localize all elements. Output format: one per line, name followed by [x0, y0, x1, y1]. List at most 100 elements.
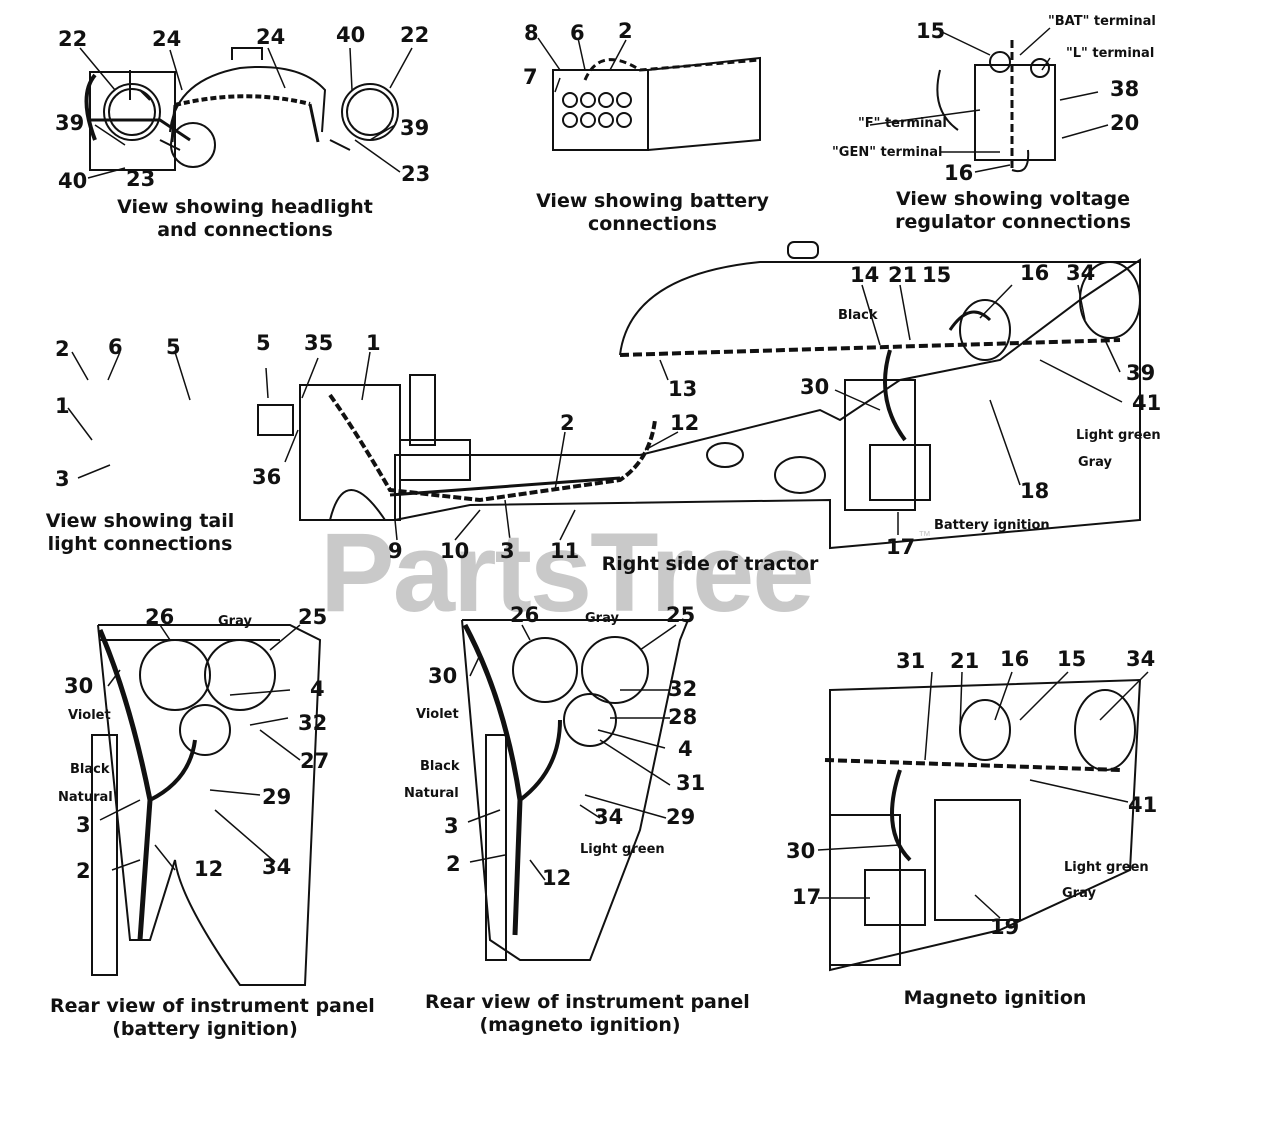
callout-number: 30: [800, 375, 830, 399]
callout-number: 3: [76, 813, 91, 837]
watermark: PartsTree: [320, 510, 815, 635]
callout-number: 12: [542, 866, 572, 890]
callout-number: 29: [666, 805, 696, 829]
label-light-green-right: Light green: [1076, 428, 1161, 443]
callout-number: 31: [896, 649, 926, 673]
callout-number: 32: [668, 677, 698, 701]
label-natural-panel-battery: Natural: [58, 790, 113, 805]
label-gen-terminal: "GEN" terminal: [832, 145, 943, 160]
callout-number: 6: [108, 335, 123, 359]
battery-view-drawing: [552, 56, 761, 151]
callout-number: 15: [916, 19, 946, 43]
callout-number: 16: [944, 161, 974, 185]
label-violet-panel-magneto: Violet: [416, 707, 459, 722]
label-light-green-panel-magneto: Light green: [580, 842, 665, 857]
callout-number: 40: [336, 23, 366, 47]
magneto-drawing: [824, 678, 1142, 972]
callout-number: 24: [256, 25, 286, 49]
callout-number: 19: [990, 915, 1020, 939]
caption-magneto: Magneto ignition: [903, 987, 1087, 1009]
callout-number: 34: [1126, 647, 1156, 671]
caption-right-side: Right side of tractor: [601, 553, 819, 575]
callout-number: 39: [1126, 361, 1156, 385]
callout-number: 22: [400, 23, 430, 47]
callout-number: 2: [560, 411, 575, 435]
label-gray-magneto: Gray: [1062, 886, 1096, 901]
callout-number: 23: [126, 167, 156, 191]
callout-number: 36: [252, 465, 282, 489]
taillight-view-drawing: [84, 70, 216, 171]
callout-number: 5: [166, 335, 181, 359]
panel-battery-drawing: [91, 624, 322, 986]
callout-number: 20: [1110, 111, 1140, 135]
panel-magneto-drawing: [461, 619, 690, 961]
callout-number: 2: [446, 852, 461, 876]
callout-number: 23: [401, 162, 431, 186]
callout-number: 22: [58, 27, 88, 51]
caption-headlight: View showing headlight and connections: [117, 196, 373, 241]
callout-number: 25: [666, 603, 696, 627]
callout-number: 30: [428, 664, 458, 688]
label-gray-panel-battery: Gray: [218, 614, 252, 629]
label-f-terminal: "F" terminal: [858, 116, 947, 131]
callout-number: 15: [1057, 647, 1087, 671]
callout-number: 1: [55, 394, 70, 418]
label-gray-panel-magneto: Gray: [585, 611, 619, 626]
caption-panel-magneto: Rear view of instrument panel (magneto i…: [425, 991, 750, 1036]
callout-number: 1: [366, 331, 381, 355]
callout-number: 26: [145, 605, 175, 629]
caption-taillight: View showing tail light connections: [45, 510, 235, 555]
callout-number: 12: [670, 411, 700, 435]
label-black-panel-magneto: Black: [420, 759, 460, 774]
label-black-right: Black: [838, 308, 878, 323]
callout-number: 10: [440, 539, 470, 563]
label-violet-panel-battery: Violet: [68, 708, 111, 723]
callout-number: 4: [310, 677, 325, 701]
callout-number: 21: [950, 649, 980, 673]
callout-number: 38: [1110, 77, 1140, 101]
label-gray-right: Gray: [1078, 455, 1112, 470]
callout-number: 17: [886, 535, 916, 559]
caption-battery: View showing battery connections: [536, 190, 769, 235]
callout-number: 7: [523, 65, 538, 89]
callout-number: 34: [1066, 261, 1096, 285]
callout-number: 32: [298, 711, 328, 735]
callout-number: 2: [76, 859, 91, 883]
callout-number: 8: [524, 21, 539, 45]
callout-number: 16: [1000, 647, 1030, 671]
callout-number: 41: [1128, 793, 1158, 817]
callout-number: 17: [792, 885, 822, 909]
callout-number: 3: [55, 467, 70, 491]
callout-number: 9: [388, 539, 403, 563]
callout-number: 3: [444, 814, 459, 838]
caption-panel-battery: Rear view of instrument panel (battery i…: [50, 995, 375, 1040]
callout-number: 2: [618, 19, 633, 43]
label-battery-ignition: Battery ignition: [934, 518, 1050, 533]
callout-number: 12: [194, 857, 224, 881]
callout-number: 11: [550, 539, 580, 563]
callout-number: 39: [400, 116, 430, 140]
callout-number: 34: [262, 855, 292, 879]
callout-number: 24: [152, 27, 182, 51]
callout-number: 25: [298, 605, 328, 629]
callout-number: 18: [1020, 479, 1050, 503]
right-side-tractor-drawing: [257, 241, 1141, 550]
callout-number: 35: [304, 331, 334, 355]
callout-number: 29: [262, 785, 292, 809]
callout-number: 13: [668, 377, 698, 401]
leader-lines: [67, 27, 1149, 919]
callout-number: 28: [668, 705, 698, 729]
callout-number: 30: [786, 839, 816, 863]
callout-number: 26: [510, 603, 540, 627]
regulator-view-drawing: [936, 40, 1056, 172]
caption-regulator: View showing voltage regulator connectio…: [895, 188, 1131, 233]
callout-number: 40: [58, 169, 88, 193]
callout-number: 21: [888, 263, 918, 287]
callout-number: 41: [1132, 391, 1162, 415]
callout-number: 4: [678, 737, 693, 761]
callout-number: 6: [570, 21, 585, 45]
callout-number: 30: [64, 674, 94, 698]
callout-number: 16: [1020, 261, 1050, 285]
label-natural-panel-magneto: Natural: [404, 786, 459, 801]
